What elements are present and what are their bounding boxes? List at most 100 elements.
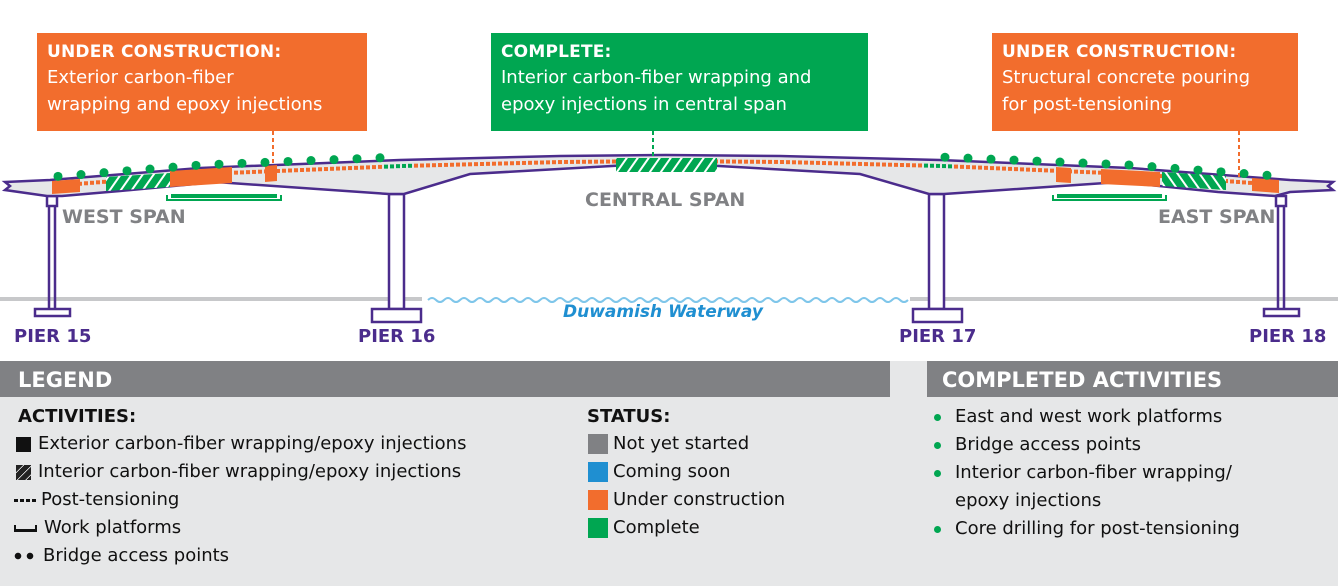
access-point-dot [53,171,63,181]
post-tensioning-dash [792,160,796,165]
post-tensioning-dash [288,168,292,173]
exterior-block [265,165,277,182]
callout-east-status: UNDER CONSTRUCTION: [1002,42,1237,62]
callout-central: COMPLETE: Interior carbon-fiber wrapping… [491,33,868,131]
post-tensioning-dash [354,165,358,170]
post-tensioning-dash [438,163,442,168]
activity-label: Bridge access points [43,545,230,566]
post-tensioning-dash [252,169,256,174]
post-tensioning-dash [762,159,766,164]
post-tensioning-dash [870,162,874,167]
post-tensioning-dash [294,168,298,173]
legend-panel: LEGEND ACTIVITIES: Exterior carbon-fiber… [0,361,890,586]
post-tensioning-dash [906,163,910,168]
post-tensioning-dash [576,159,580,164]
pier-17-structure [911,192,964,324]
post-tensioning-dash [726,159,730,164]
dashed-line-icon [14,498,36,502]
post-tensioning-dash [570,159,574,164]
work-platforms [166,194,1167,201]
post-tensioning-dash [324,167,328,172]
post-tensioning-dash [378,164,382,169]
bridge-deck [1,153,1337,198]
pier-15-structure [33,194,72,318]
post-tensioning-dash [900,163,904,167]
callout-east: UNDER CONSTRUCTION: Structural concrete … [992,33,1298,131]
post-tensioning-dash [522,160,526,165]
access-point-dot [145,164,155,174]
post-tensioning-dash [834,161,838,166]
post-tensioning-dash [1020,167,1024,172]
post-tensioning-dash [744,159,748,164]
status-coming-soon: Coming soon [588,458,730,486]
callout-west: UNDER CONSTRUCTION: Exterior carbon-fibe… [37,33,367,131]
post-tensioning-dash [1230,179,1234,184]
activity-work-platforms: Work platforms [14,514,181,542]
post-tensioning-dash [918,163,922,168]
post-tensioning-dash [930,163,934,168]
post-tensioning-dash [234,170,238,175]
access-point-dot [168,162,178,172]
access-point-dot [963,153,973,163]
post-tensioning-dash [462,162,466,167]
activity-exterior: Exterior carbon-fiber wrapping/epoxy inj… [16,430,466,458]
access-point-dot [352,154,362,164]
east-span-label: EAST SPAN [1158,206,1276,228]
pier-17-label: PIER 17 [899,326,977,347]
hatched-square-icon [16,464,31,480]
post-tensioning-dash [738,159,742,164]
access-point-dot [1216,167,1226,177]
post-tensioning-dash [96,180,100,185]
callout-west-line1: Exterior carbon-fiber [47,67,234,88]
post-tensioning-dash [858,161,862,166]
post-tensioning-dash [1038,168,1042,173]
access-point-dot [1193,165,1203,175]
post-tensioning-dash [936,163,940,168]
post-tensioning-dash [528,160,532,165]
post-tensioning-dash [1098,170,1102,175]
access-point-dot [214,159,224,169]
post-tensioning-dash [924,163,928,168]
post-tensioning-dash [276,168,280,173]
exterior-block [1056,167,1071,183]
completed-item-continued: epoxy injections [955,487,1101,515]
post-tensioning-dash [960,164,964,169]
post-tensioning-dash [978,165,982,170]
post-tensioning-dash [612,159,616,164]
post-tensioning-dash [504,161,508,166]
completed-item-label: East and west work platforms [955,406,1223,427]
post-tensioning-dash [1080,169,1084,174]
solid-square-icon [16,436,31,452]
post-tensioning-dash [1026,167,1030,172]
post-tensioning-dash [414,163,418,168]
activity-label: Work platforms [44,517,182,538]
post-tensioning-dash [246,170,250,175]
exterior-block [1252,178,1279,193]
post-tensioning-dash [420,163,424,168]
interior-block-east [1162,172,1226,190]
bullet-icon [934,413,941,421]
status-label: Under construction [613,489,786,510]
waterway-label: Duwamish Waterway [563,302,763,322]
access-point-dot [99,168,109,178]
post-tensioning-dash [864,162,868,167]
activity-access-points: Bridge access points [14,542,229,570]
post-tensioning-dash [312,167,316,172]
post-tensioning-dash [954,164,958,169]
completed-item: Interior carbon-fiber wrapping/ [930,459,1232,487]
bridge-diagram: UNDER CONSTRUCTION: Exterior carbon-fibe… [0,33,1338,347]
post-tensioning-dash [552,160,556,165]
post-tensioning-dash [372,165,376,170]
status-complete: Complete [588,514,700,542]
exterior-wrapping-blocks [52,165,1279,194]
access-point-dot [1055,157,1065,167]
post-tensioning-dash [498,161,502,166]
post-tensioning-dash [1236,179,1240,184]
status-swatch-green [588,518,608,538]
activities-title: ACTIVITIES: [18,406,137,427]
completed-item-label: Bridge access points [955,434,1142,455]
post-tensioning-dash [1248,180,1252,185]
post-tensioning-dash [456,162,460,167]
post-tensioning-dash [402,163,406,168]
post-tensioning-dash [546,160,550,165]
